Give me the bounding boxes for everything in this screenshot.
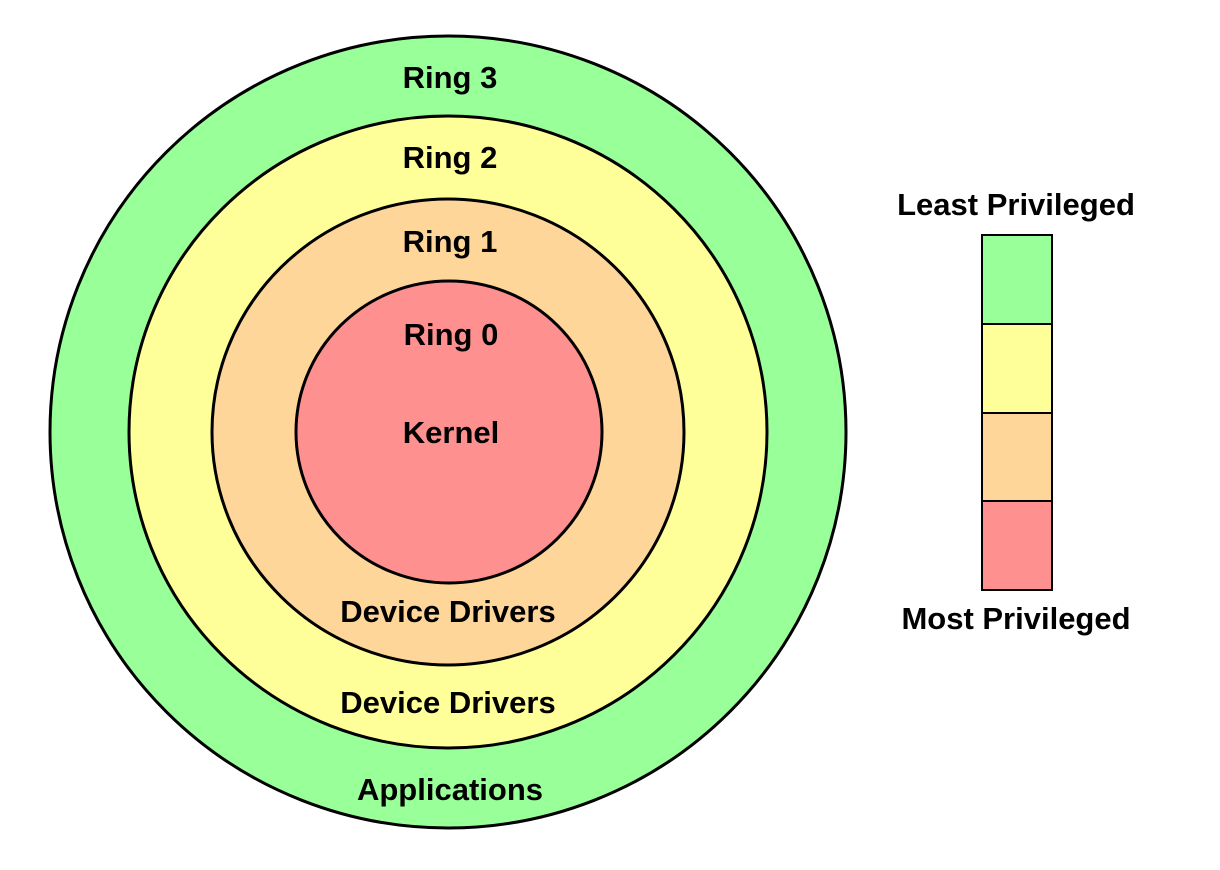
ring-0-circle bbox=[294, 279, 604, 585]
legend-swatch-ring-1 bbox=[981, 412, 1053, 502]
ring-3-role-label: Applications bbox=[357, 772, 543, 807]
rings-group bbox=[48, 34, 848, 830]
legend-bottom-label: Most Privileged bbox=[901, 601, 1130, 636]
ring-3-label: Ring 3 bbox=[403, 60, 498, 95]
ring-1-label: Ring 1 bbox=[403, 224, 498, 259]
legend-swatch-ring-2 bbox=[981, 323, 1053, 414]
legend-swatch-ring-3 bbox=[981, 234, 1053, 325]
privilege-legend: Least Privileged Most Privileged bbox=[897, 187, 1135, 636]
legend-top-label: Least Privileged bbox=[897, 187, 1135, 222]
ring-2-label: Ring 2 bbox=[403, 140, 498, 175]
ring-1-role-label: Device Drivers bbox=[340, 594, 555, 629]
ring-0-role-label: Kernel bbox=[403, 415, 499, 450]
ring-0-label: Ring 0 bbox=[404, 317, 499, 352]
legend-swatch-ring-0 bbox=[981, 500, 1053, 591]
ring-2-role-label: Device Drivers bbox=[340, 685, 555, 720]
